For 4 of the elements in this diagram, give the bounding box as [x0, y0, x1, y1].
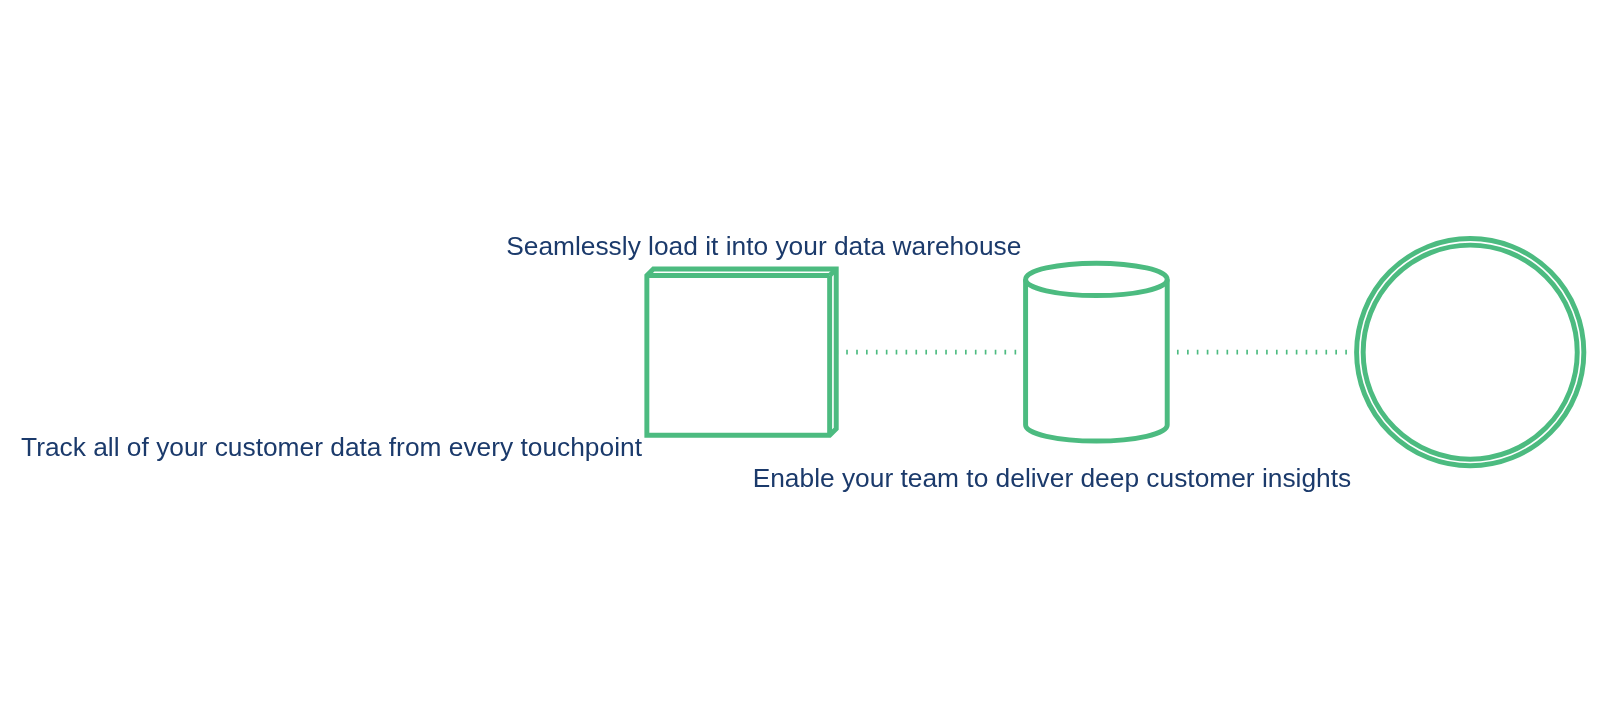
node-person	[1354, 235, 1587, 468]
node-label: Track all of your customer data from every touchpoint	[21, 431, 642, 462]
node-label: Enable your team to deliver deep customer insights	[752, 462, 1352, 493]
node-label: Seamlessly load it into your data warehouse	[506, 230, 1022, 261]
